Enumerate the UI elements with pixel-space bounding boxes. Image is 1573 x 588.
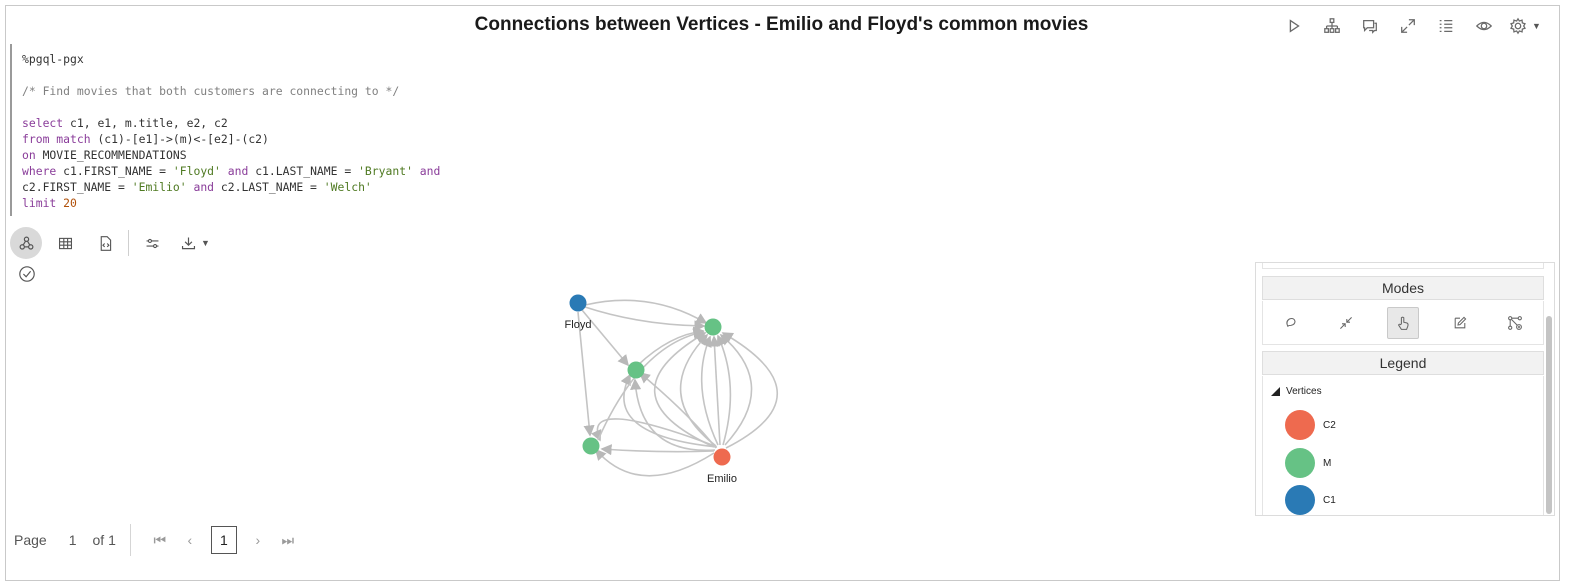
graph-nodes: Floyd Emilio <box>565 294 737 485</box>
graph-edge <box>584 306 706 332</box>
code-line: limit 20 <box>22 196 77 210</box>
graph-edge <box>600 444 715 456</box>
run-icon[interactable] <box>1275 16 1313 36</box>
modes-toolbar <box>1262 301 1544 345</box>
legend-header: Legend <box>1262 351 1544 375</box>
graph-edge <box>597 328 705 441</box>
legend: Vertices C2 M C1 <box>1262 376 1544 515</box>
code-line: c2.FIRST_NAME = 'Emilio' and c2.LAST_NAM… <box>22 180 372 194</box>
sidebar-scrollbar[interactable] <box>1546 316 1552 514</box>
graph-node-movie[interactable] <box>704 318 722 336</box>
list-icon[interactable] <box>1427 16 1465 36</box>
pointer-hand-icon[interactable] <box>1386 306 1419 339</box>
eye-icon[interactable] <box>1465 16 1503 36</box>
graph-node-floyd[interactable] <box>569 294 587 312</box>
graph-edge <box>719 333 753 446</box>
next-page-icon[interactable]: › <box>255 532 261 548</box>
paragraph-title: Connections between Vertices - Emilio an… <box>474 14 1089 35</box>
code-comment: /* Find movies that both customers are c… <box>22 84 400 98</box>
gear-icon[interactable]: ▼ <box>1503 16 1547 36</box>
legend-item: C2 <box>1285 410 1336 440</box>
graph-edge <box>581 309 630 367</box>
graph-node-emilio[interactable] <box>713 448 731 466</box>
graph-edges <box>577 299 778 477</box>
graph-edge <box>577 311 595 437</box>
code-line: select c1, e1, m.title, e2, c2 <box>22 116 228 130</box>
legend-item: C1 <box>1285 485 1336 515</box>
json-view-icon[interactable] <box>88 226 122 260</box>
graph-edge <box>721 332 778 449</box>
graph-view-icon[interactable] <box>10 227 42 259</box>
graph-edge <box>679 333 717 447</box>
current-page-button[interactable]: 1 <box>210 526 237 554</box>
check-circle-icon[interactable] <box>18 265 36 283</box>
graph-edge <box>594 448 715 477</box>
code-line: on MOVIE_RECOMMENDATIONS <box>22 148 187 162</box>
hierarchy-icon[interactable] <box>1313 16 1351 36</box>
page-label: Page <box>14 532 47 548</box>
code-editor[interactable]: %pgql-pgx /* Find movies that both custo… <box>10 44 1250 216</box>
comment-icon[interactable] <box>1351 16 1389 36</box>
node-label: Emilio <box>707 473 737 485</box>
graph-edge <box>620 373 718 448</box>
graph-node-movie[interactable] <box>627 361 645 379</box>
chevron-down-icon: ▼ <box>201 238 210 248</box>
visualization-toolbar: ▼ <box>10 226 221 260</box>
legend-swatch <box>1285 485 1315 515</box>
node-label: Floyd <box>565 319 592 331</box>
legend-item: M <box>1285 448 1331 478</box>
last-page-icon[interactable]: ⏭ <box>281 531 295 548</box>
prev-page-icon[interactable]: ‹ <box>187 532 193 548</box>
first-page-icon[interactable]: ⏮ <box>153 531 167 548</box>
graph-settings-panel: Modes Legend Vertices C2 M C1 <box>1255 262 1555 516</box>
notebook-paragraph <box>5 5 1560 581</box>
pagination: Page 1 of 1 ⏮ ‹ 1 › ⏭ <box>14 524 303 556</box>
code-line: %pgql-pgx <box>22 52 84 66</box>
legend-swatch <box>1285 410 1315 440</box>
graph-edge <box>653 332 715 448</box>
lasso-icon[interactable] <box>1276 308 1306 338</box>
page-number: 1 <box>68 532 77 548</box>
table-view-icon[interactable] <box>48 226 82 260</box>
collapse-icon[interactable] <box>1331 308 1361 338</box>
graph-edge <box>590 418 716 447</box>
graph-edge <box>700 335 719 446</box>
paragraph-toolbar: ▼ <box>1275 16 1547 36</box>
graph-visualization[interactable]: Floyd Emilio <box>540 285 850 495</box>
network-add-icon[interactable] <box>1500 308 1530 338</box>
legend-vertices-toggle[interactable]: Vertices <box>1271 386 1322 397</box>
graph-edge <box>708 335 721 446</box>
page-count: of 1 <box>92 532 116 548</box>
download-icon[interactable]: ▼ <box>175 226 215 260</box>
edit-icon[interactable] <box>1445 308 1475 338</box>
settings-sliders-icon[interactable] <box>135 226 169 260</box>
triangle-collapse-icon <box>1271 387 1280 396</box>
graph-edge <box>637 326 705 366</box>
legend-swatch <box>1285 448 1315 478</box>
expand-icon[interactable] <box>1389 16 1427 36</box>
graph-edge <box>716 334 732 446</box>
modes-header: Modes <box>1262 276 1544 300</box>
code-line: from match (c1)-[e1]->(m)<-[e2]-(c2) <box>22 132 269 146</box>
graph-node-movie[interactable] <box>582 437 600 455</box>
graph-edge <box>584 299 708 324</box>
chevron-down-icon: ▼ <box>1532 21 1541 31</box>
code-line: where c1.FIRST_NAME = 'Floyd' and c1.LAS… <box>22 164 441 178</box>
